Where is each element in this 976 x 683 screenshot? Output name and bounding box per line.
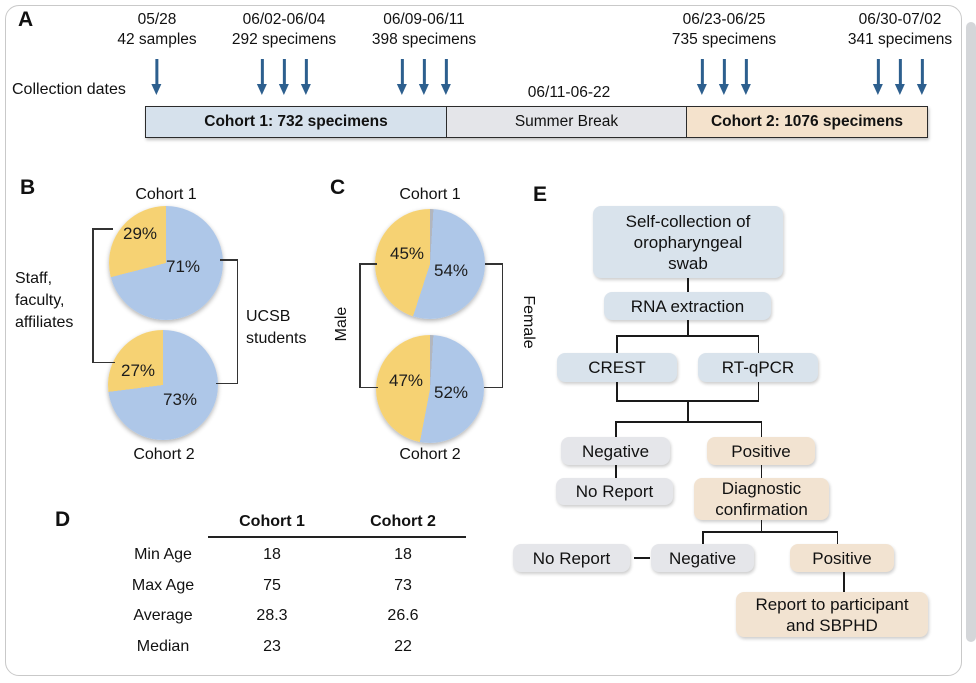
- flow-node-diagnostic-confirmation: Diagnostic confirmation: [694, 478, 829, 520]
- down-arrow-icon: [256, 59, 267, 96]
- timeline-event: 06/02-06/04 292 specimens: [232, 10, 336, 96]
- down-arrow-icon: [718, 59, 729, 96]
- flow-node-rt-qpcr: RT-qPCR: [698, 353, 818, 382]
- down-arrow-icon: [418, 59, 429, 96]
- pie-c1-blue-value: 54%: [434, 261, 469, 280]
- down-arrow-icon: [151, 59, 162, 96]
- cohort2-bar-segment: Cohort 2: 1076 specimens: [686, 106, 928, 138]
- timeline-bar: Cohort 1: 732 specimens Summer Break Coh…: [145, 106, 928, 138]
- female-label: Female: [520, 295, 537, 349]
- row-label: Median: [136, 638, 190, 655]
- flow-node-rna-extraction: RNA extraction: [604, 292, 771, 320]
- down-arrow-icon: [278, 59, 289, 96]
- collection-dates-label: Collection dates: [12, 81, 126, 98]
- flow-node-negative-1: Negative: [561, 437, 670, 465]
- panel-a-label: A: [18, 8, 34, 31]
- ucsb-students-label: UCSB students: [246, 308, 307, 347]
- flow-node-no-report-1: No Report: [556, 478, 673, 505]
- event-arrows: [848, 59, 952, 96]
- panel-d-label: D: [55, 508, 71, 531]
- flow-node-crest: CREST: [557, 353, 677, 382]
- flow-node-positive-2: Positive: [790, 544, 894, 572]
- pie-c-cohort2: 47% 52%: [376, 335, 484, 443]
- event-count: 341 specimens: [847, 31, 953, 48]
- event-date: 06/09-06/11: [383, 11, 465, 28]
- pie-b2-blue-value: 73%: [163, 390, 198, 409]
- down-arrow-icon: [894, 59, 905, 96]
- flow-node-self-collection: Self-collection of oropharyngeal swab: [593, 206, 783, 278]
- pie-c-cohort1: 45% 54%: [375, 209, 485, 319]
- flow-node-no-report-2: No Report: [513, 544, 630, 572]
- timeline-event: 06/23-06/25 735 specimens: [672, 10, 776, 96]
- panel-b-label: B: [20, 176, 36, 199]
- row-value-c2: 22: [394, 638, 412, 655]
- event-date: 06/30-07/02: [858, 11, 942, 28]
- pie-c1-title: Cohort 1: [399, 186, 461, 203]
- event-arrows: [232, 59, 336, 96]
- row-value-c1: 75: [263, 577, 281, 594]
- row-label: Max Age: [131, 577, 195, 594]
- down-arrow-icon: [872, 59, 883, 96]
- table-header-cohort1: Cohort 1: [239, 513, 305, 530]
- event-date: 06/23-06/25: [682, 11, 766, 28]
- down-arrow-icon: [916, 59, 927, 96]
- right-edge-shadow: [966, 22, 976, 642]
- pie-b-cohort2: 27% 73%: [108, 330, 218, 440]
- pie-b2-title: Cohort 2: [133, 446, 195, 463]
- flow-node-positive-1: Positive: [707, 437, 815, 465]
- pie-b1-yellow-value: 29%: [123, 224, 158, 243]
- pie-c2-yellow-value: 47%: [389, 371, 424, 390]
- timeline-event: 06/09-06/11 398 specimens: [372, 10, 476, 96]
- down-arrow-icon: [696, 59, 707, 96]
- row-value-c1: 28.3: [256, 607, 288, 624]
- row-value-c2: 73: [394, 577, 412, 594]
- summer-break-dates: 06/11-06-22: [527, 84, 611, 101]
- down-arrow-icon: [740, 59, 751, 96]
- male-label: Male: [333, 306, 350, 342]
- event-count: 735 specimens: [671, 31, 777, 48]
- down-arrow-icon: [396, 59, 407, 96]
- row-value-c2: 26.6: [387, 607, 419, 624]
- event-count: 292 specimens: [231, 31, 337, 48]
- row-value-c2: 18: [394, 546, 412, 563]
- timeline-event: 05/28 42 samples: [117, 10, 197, 96]
- pie-b2-yellow-value: 27%: [121, 361, 156, 380]
- down-arrow-icon: [440, 59, 451, 96]
- event-count: 42 samples: [117, 31, 197, 48]
- pie-b-cohort1: 29% 71%: [109, 206, 223, 320]
- summer-break-segment: Summer Break: [445, 106, 688, 138]
- pie-c2-title: Cohort 2: [399, 446, 461, 463]
- flow-node-negative-2: Negative: [651, 544, 754, 572]
- row-label: Average: [133, 607, 193, 624]
- row-value-c1: 23: [263, 638, 281, 655]
- panel-e-label: E: [533, 183, 548, 206]
- row-label: Min Age: [134, 546, 192, 563]
- cohort1-bar-segment: Cohort 1: 732 specimens: [145, 106, 447, 138]
- timeline-event: 06/30-07/02 341 specimens: [848, 10, 952, 96]
- event-count: 398 specimens: [371, 31, 477, 48]
- pie-c1-yellow-value: 45%: [390, 244, 425, 263]
- flow-node-report-to-participant: Report to participant and SBPHD: [736, 592, 928, 637]
- staff-faculty-affiliates-label: Staff, faculty, affiliates: [15, 270, 74, 331]
- pie-c2-blue-value: 52%: [434, 383, 469, 402]
- table-header-cohort2: Cohort 2: [370, 513, 436, 530]
- pie-b1-blue-value: 71%: [166, 257, 201, 276]
- panel-c-label: C: [330, 176, 346, 199]
- table-header-rule: [208, 536, 466, 538]
- event-arrows: [117, 59, 196, 96]
- event-arrows: [672, 59, 776, 96]
- event-date: 05/28: [137, 11, 177, 28]
- pie-b1-title: Cohort 1: [135, 186, 197, 203]
- event-arrows: [372, 59, 476, 96]
- event-date: 06/02-06/04: [242, 11, 326, 28]
- down-arrow-icon: [300, 59, 311, 96]
- row-value-c1: 18: [263, 546, 281, 563]
